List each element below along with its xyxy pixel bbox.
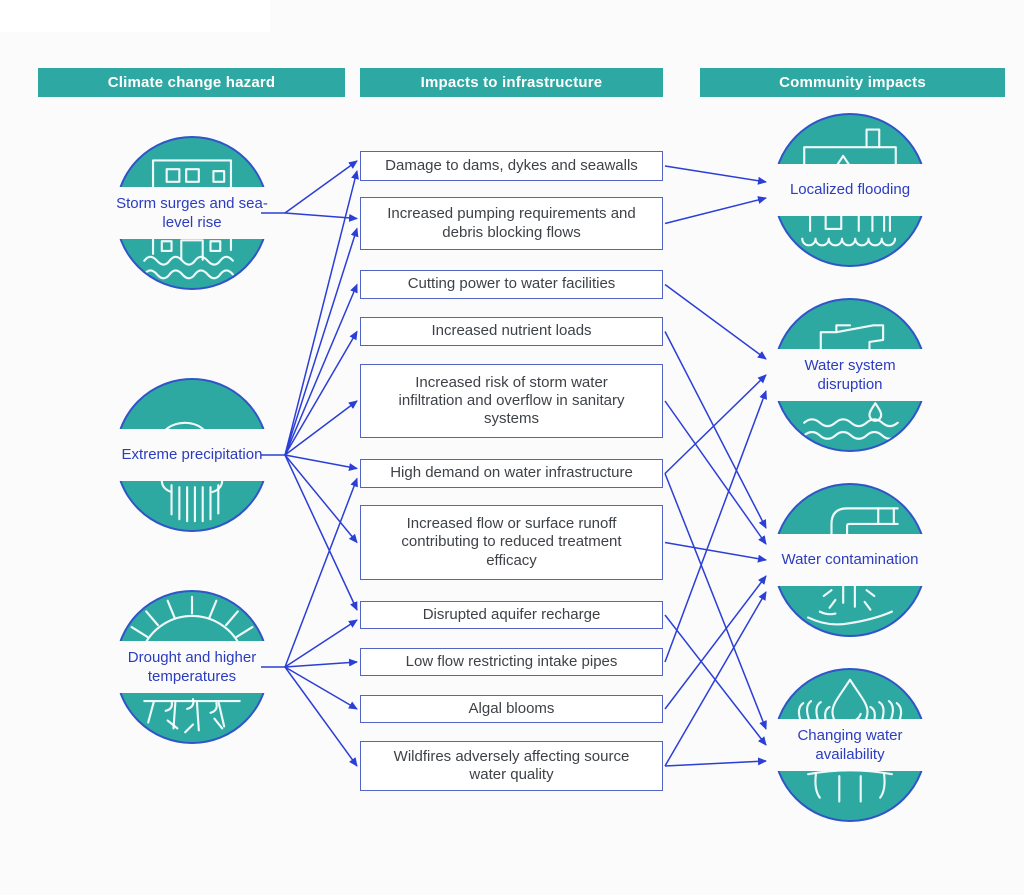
box-label: Algal blooms (468, 699, 555, 717)
community-label: Water system disruption (804, 356, 896, 393)
box-label: Low flow restricting intake pipes (405, 652, 618, 670)
box-label: Increased risk of storm water infiltrati… (398, 373, 625, 428)
header-label: Climate change hazard (107, 74, 276, 91)
community-label-band: Localized flooding (761, 164, 939, 216)
hazard-label-band: Storm surges and sea-level rise (103, 187, 281, 239)
header-label: Community impacts (779, 74, 926, 91)
box-label: High demand on water infrastructure (390, 464, 633, 482)
hazard-label: Storm surges and sea-level rise (116, 194, 268, 231)
community-label: Localized flooding (789, 181, 911, 199)
infrastructure-box-storm-water-infiltration: Increased risk of storm water infiltrati… (360, 364, 663, 438)
community-localized-flooding: Localized flooding (761, 113, 939, 267)
infrastructure-box-cutting-power: Cutting power to water facilities (360, 270, 663, 299)
community-label-band: Changing water availability (761, 719, 939, 771)
box-label: Cutting power to water facilities (407, 275, 616, 293)
leaking-pipe-icon (807, 507, 899, 626)
flooded-house-icon (801, 128, 897, 247)
community-label-band: Water system disruption (761, 349, 939, 401)
infrastructure-box-algal-blooms: Algal blooms (360, 695, 663, 723)
box-label: Increased nutrient loads (431, 322, 592, 340)
header-label: Impacts to infrastructure (420, 74, 603, 91)
box-label: Increased flow or surface runoff contrib… (401, 515, 622, 569)
infrastructure-box-increased-flow: Increased flow or surface runoff contrib… (360, 505, 663, 580)
community-water-contamination: Water contamination (761, 483, 939, 637)
community-changing-water-availability: Changing water availability (761, 668, 939, 822)
hazard-drought: Drought and higher temperatures (103, 590, 281, 744)
infrastructure-box-low-flow: Low flow restricting intake pipes (360, 648, 663, 676)
infrastructure-box-high-demand: High demand on water infrastructure (360, 459, 663, 488)
infrastructure-box-wildfires: Wildfires adversely affecting source wat… (360, 741, 663, 791)
hazard-storm-surges: Storm surges and sea-level rise (103, 136, 281, 290)
flooded-building-icon (143, 159, 234, 280)
infrastructure-box-increased-pumping: Increased pumping requirements and debri… (360, 197, 663, 250)
community-label-band: Water contamination (761, 534, 939, 586)
hazard-extreme-precipitation: Extreme precipitation (103, 378, 281, 532)
box-label: Damage to dams, dykes and seawalls (385, 156, 638, 174)
community-water-system-disruption: Water system disruption (761, 298, 939, 452)
infrastructure-box-damage-dams: Damage to dams, dykes and seawalls (360, 151, 663, 181)
hazard-label: Extreme precipitation (121, 446, 263, 464)
community-label: Changing water availability (797, 726, 903, 763)
infrastructure-box-disrupted-aquifer: Disrupted aquifer recharge (360, 601, 663, 629)
hazard-label-band: Drought and higher temperatures (103, 641, 281, 693)
box-label: Wildfires adversely affecting source wat… (393, 747, 630, 783)
column-header-community-impacts: Community impacts (700, 68, 1005, 97)
hazard-label: Drought and higher temperatures (127, 648, 257, 685)
hazard-label-band: Extreme precipitation (103, 429, 281, 481)
column-header-climate-hazard: Climate change hazard (38, 68, 345, 97)
top-white-strip (0, 0, 270, 32)
sun-cracked-earth-icon (130, 595, 254, 734)
infrastructure-box-nutrient-loads: Increased nutrient loads (360, 317, 663, 346)
box-label: Disrupted aquifer recharge (422, 605, 601, 623)
column-header-infrastructure-impacts: Impacts to infrastructure (360, 68, 663, 97)
box-label: Increased pumping requirements and debri… (387, 205, 636, 241)
tap-icon (803, 324, 899, 440)
community-label: Water contamination (781, 551, 919, 569)
